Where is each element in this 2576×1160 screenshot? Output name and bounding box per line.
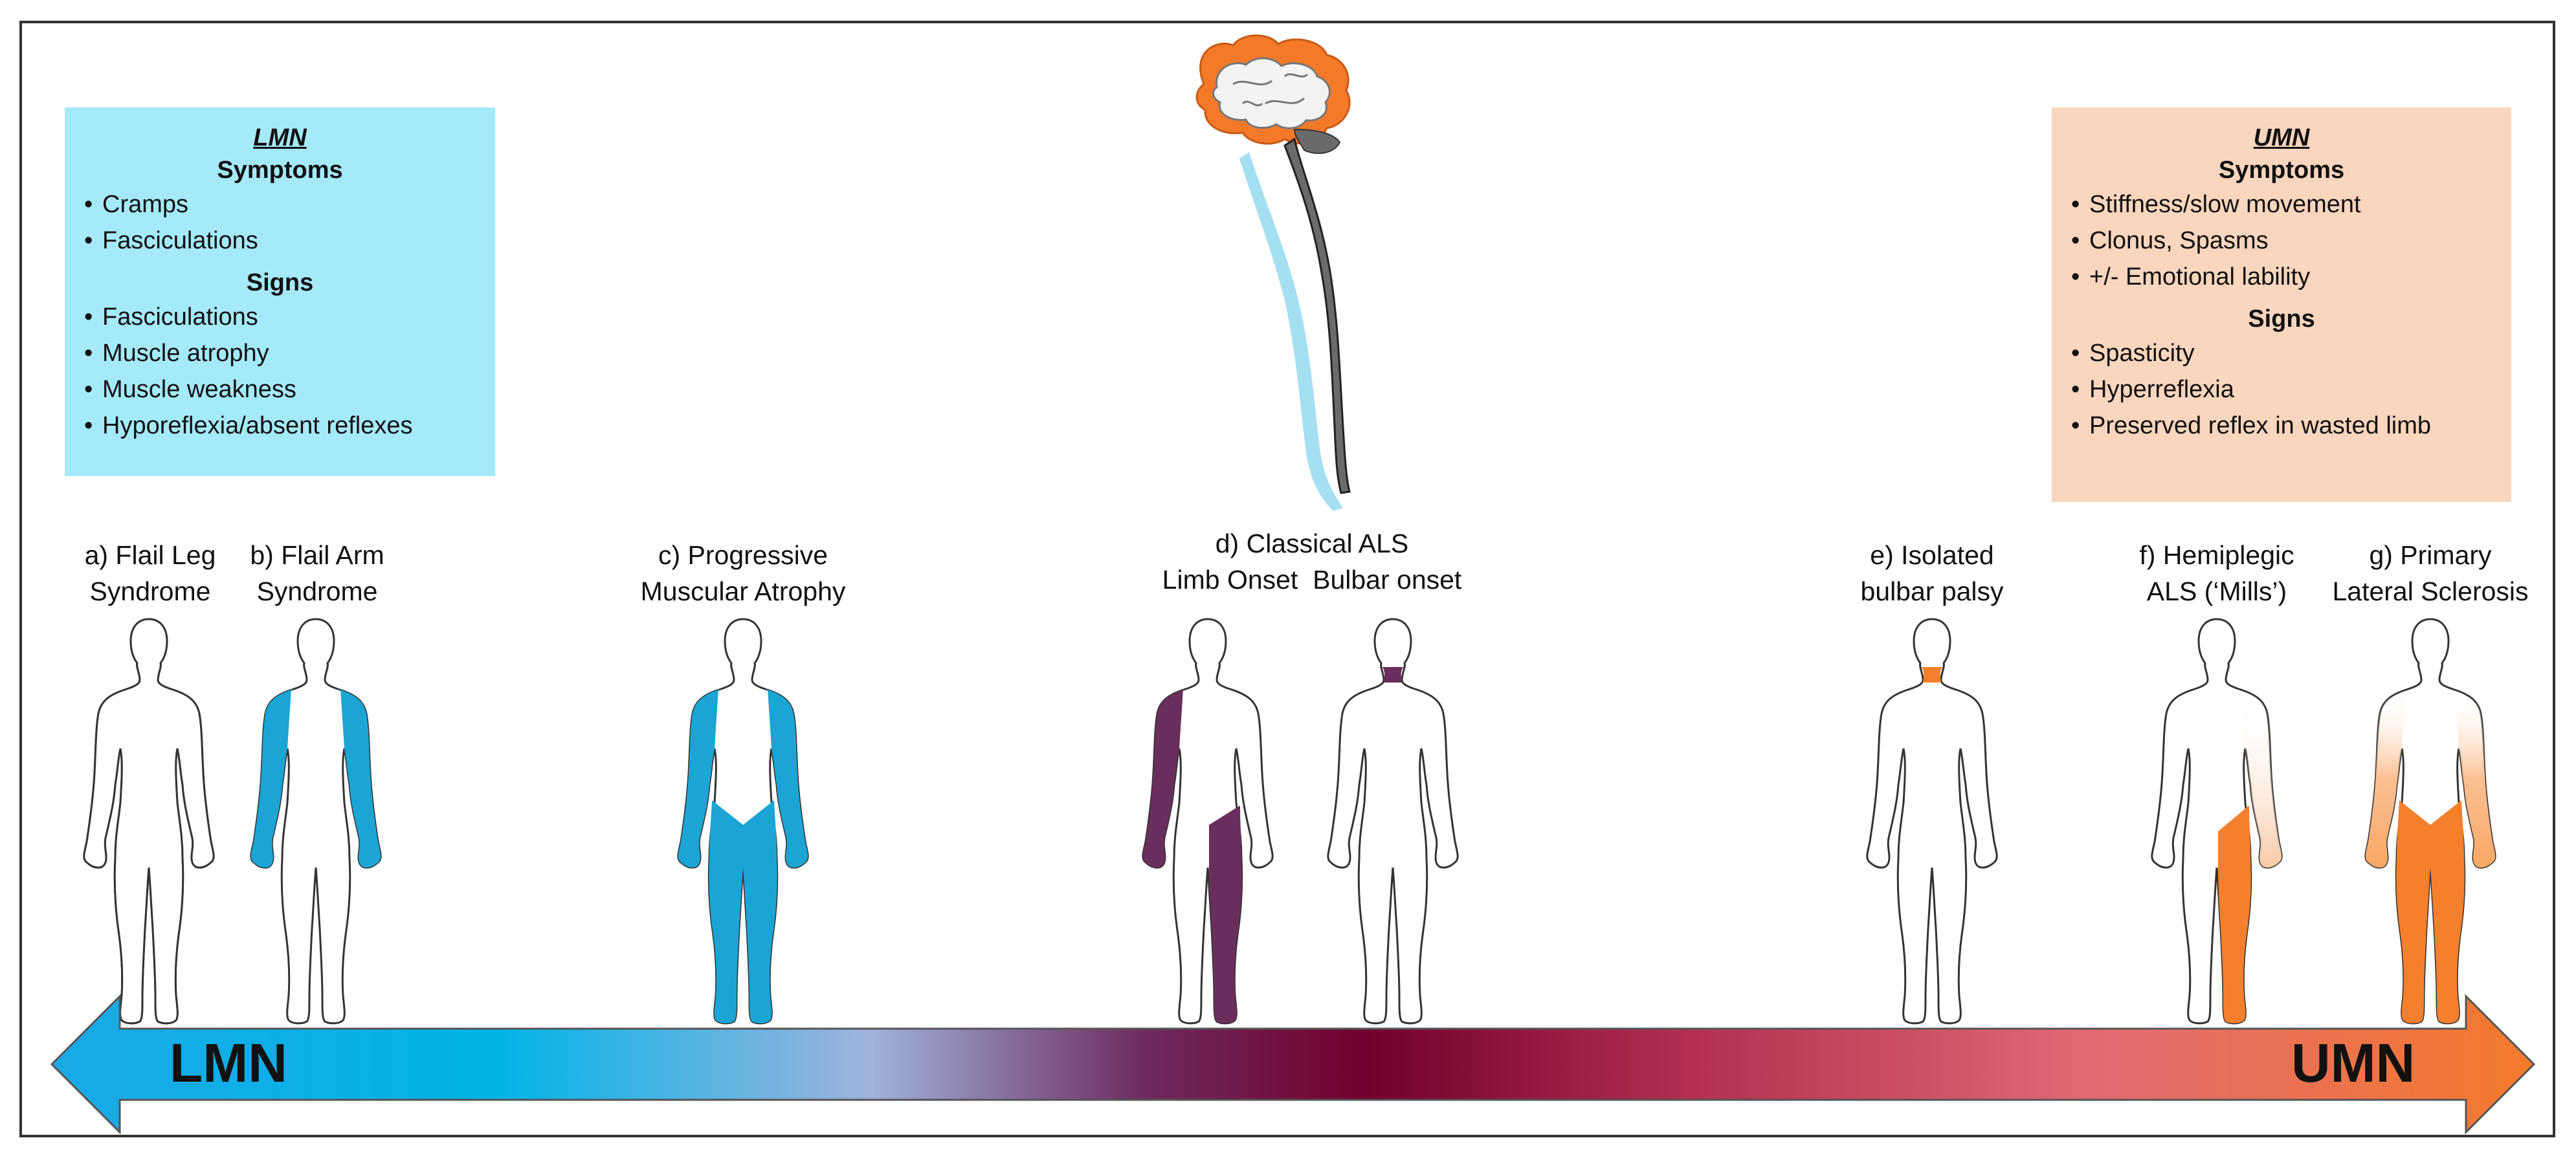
- list-item: +/- Emotional lability: [2071, 259, 2492, 295]
- human-body-icon: [1866, 618, 1998, 1025]
- list-item: Cramps: [84, 186, 476, 223]
- list-item: Fasciculations: [84, 299, 476, 335]
- phenotype-label-a: a) Flail Leg Syndrome: [85, 537, 216, 609]
- label-line: d) Classical ALS: [1215, 529, 1409, 558]
- label-line: Syndrome: [89, 576, 211, 606]
- human-body-icon: [250, 618, 382, 1025]
- list-item: Hyperreflexia: [2071, 371, 2492, 408]
- label-line: c) Progressive: [658, 540, 828, 570]
- phenotype-label-c: c) Progressive Muscular Atrophy: [641, 537, 846, 609]
- list-item: Muscle atrophy: [84, 335, 476, 371]
- human-body-icon: [677, 618, 809, 1025]
- umn-symptoms-heading: Symptoms: [2218, 157, 2345, 184]
- lmn-symptoms-list: Cramps Fasciculations: [84, 186, 476, 259]
- human-body-icon: [1142, 618, 1274, 1025]
- label-line: ALS (‘Mills’): [2146, 576, 2287, 606]
- label-line: Syndrome: [256, 576, 378, 606]
- list-item: Muscle weakness: [84, 371, 476, 408]
- brain-icon: [1195, 34, 1351, 154]
- lmn-signs-heading: Signs: [246, 269, 314, 296]
- phenotype-label-d: d) Classical ALS Limb Onset Bulbar onset: [1162, 525, 1462, 598]
- umn-signs-list: Spasticity Hyperreflexia Preserved refle…: [2071, 335, 2492, 444]
- list-item: Spasticity: [2071, 335, 2492, 371]
- list-item: Stiffness/slow movement: [2071, 186, 2492, 223]
- phenotype-label-b: b) Flail Arm Syndrome: [250, 537, 384, 609]
- list-item: Fasciculations: [84, 223, 476, 259]
- umn-box-title: UMN: [2253, 124, 2310, 151]
- human-body-icon: [1327, 618, 1459, 1025]
- list-item: Preserved reflex in wasted limb: [2071, 408, 2492, 444]
- lmn-symptoms-heading: Symptoms: [217, 157, 343, 184]
- lmn-info-box: LMN Symptoms Cramps Fasciculations Signs…: [65, 107, 495, 476]
- phenotype-label-e: e) Isolated bulbar palsy: [1860, 537, 2003, 609]
- label-line: a) Flail Leg: [84, 540, 216, 570]
- lmn-arrow-label: LMN: [170, 1033, 287, 1093]
- lmn-signs-list: Fasciculations Muscle atrophy Muscle wea…: [84, 299, 476, 444]
- lmn-box-title: LMN: [253, 124, 307, 151]
- human-body-icon: [2151, 618, 2283, 1025]
- list-item: Clonus, Spasms: [2071, 223, 2492, 259]
- phenotype-label-g: g) Primary Lateral Sclerosis: [2332, 537, 2528, 609]
- label-line: bulbar palsy: [1860, 576, 2004, 606]
- umn-arrow-label: UMN: [2291, 1033, 2415, 1093]
- figure-border: [19, 21, 2555, 1137]
- human-body-icon: [2364, 618, 2496, 1025]
- label-line: Lateral Sclerosis: [2332, 576, 2529, 606]
- list-item: Hyporeflexia/absent reflexes: [84, 408, 476, 444]
- spectrum-arrow: [50, 994, 2536, 1135]
- umn-symptoms-list: Stiffness/slow movement Clonus, Spasms +…: [2071, 186, 2492, 295]
- phenotype-label-f: f) Hemiplegic ALS (‘Mills’): [2139, 537, 2294, 609]
- umn-signs-heading: Signs: [2248, 305, 2315, 333]
- label-line: b) Flail Arm: [250, 540, 384, 570]
- label-line: Muscular Atrophy: [640, 576, 846, 606]
- umn-info-box: UMN Symptoms Stiffness/slow movement Clo…: [2052, 107, 2511, 502]
- human-body-icon: [83, 618, 215, 1025]
- label-line: f) Hemiplegic: [2139, 540, 2294, 570]
- label-line: Limb Onset Bulbar onset: [1162, 565, 1462, 595]
- label-line: g) Primary: [2369, 540, 2492, 570]
- label-line: e) Isolated: [1870, 540, 1994, 570]
- spinal-cord-icon: [1239, 137, 1351, 511]
